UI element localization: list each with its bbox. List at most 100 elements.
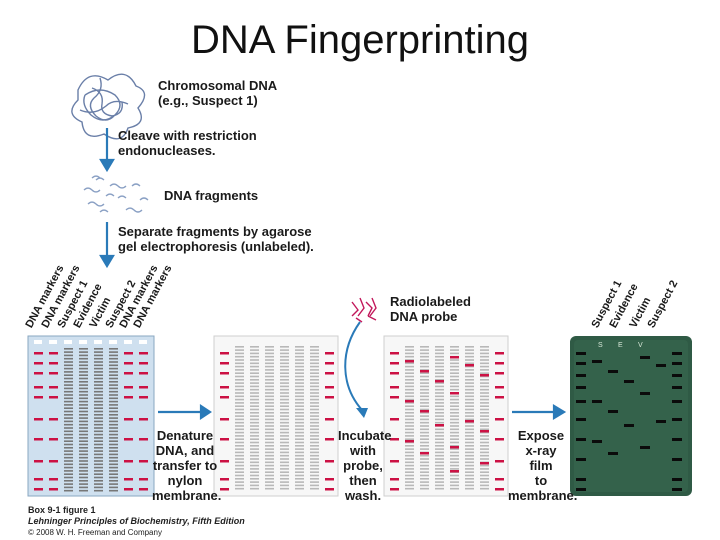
gel-sample-band [64, 456, 73, 459]
probed-sample-band [405, 379, 414, 381]
gel-sample-band [79, 390, 88, 393]
probed-hit-band [480, 374, 489, 377]
gel-marker-band [139, 418, 148, 421]
membrane-sample-band [280, 448, 289, 450]
probed-sample-band [435, 451, 444, 454]
membrane-sample-band [280, 362, 289, 365]
gel-marker-band [139, 352, 148, 355]
probed-sample-band [420, 412, 429, 414]
membrane-sample-band [295, 445, 304, 447]
probed-sample-band [405, 346, 414, 348]
probed-membrane [383, 335, 509, 497]
probed-marker-band [390, 478, 399, 481]
probed-sample-band [435, 445, 444, 447]
probed-sample-band [450, 379, 459, 381]
probed-sample-band [450, 352, 459, 355]
gel-sample-band [109, 440, 118, 442]
probed-sample-band [450, 382, 459, 384]
credit-book: Lehninger Principles of Biochemistry, Fi… [28, 516, 245, 526]
membrane-sample-band [295, 415, 304, 417]
membrane-sample-band [250, 425, 259, 427]
probed-sample-band [435, 487, 444, 490]
denature-label: Denature DNA, and transfer to nylon memb… [152, 428, 221, 503]
membrane-sample-band [295, 375, 304, 378]
probed-sample-band [465, 352, 474, 355]
chromosomal-dna-label: Chromosomal DNA (e.g., Suspect 1) [158, 78, 277, 108]
probed-sample-band [465, 395, 474, 398]
probed-sample-band [405, 468, 414, 470]
membrane-sample-band [265, 365, 274, 368]
probed-hit-band [435, 424, 444, 427]
membrane-sample-band [250, 388, 259, 391]
probed-sample-band [435, 359, 444, 361]
figure-credit: Box 9-1 figure 1 Lehninger Principles of… [28, 505, 245, 538]
membrane-marker-band [220, 386, 229, 389]
probed-sample-band [405, 484, 414, 487]
membrane-sample-band [265, 382, 274, 384]
membrane-sample-band [265, 369, 274, 371]
membrane-sample-band [310, 448, 319, 450]
membrane-sample-band [265, 431, 274, 434]
gel-sample-band [109, 460, 118, 462]
membrane-sample-band [265, 402, 274, 404]
membrane-marker-band [220, 438, 229, 441]
probed-sample-band [420, 398, 429, 401]
membrane-sample-band [280, 355, 289, 358]
membrane-sample-band [310, 346, 319, 348]
membrane-sample-band [265, 352, 274, 355]
expose-line-3: film [529, 458, 553, 473]
probed-sample-band [465, 408, 474, 411]
gel-sample-band [64, 390, 73, 393]
probed-sample-band [450, 448, 459, 450]
probed-sample-band [465, 428, 474, 431]
probed-sample-band [450, 346, 459, 348]
film-marker-band [576, 478, 586, 481]
membrane-sample-band [295, 395, 304, 398]
membrane-sample-band [295, 431, 304, 434]
probed-sample-band [435, 362, 444, 365]
gel-sample-band [94, 351, 103, 353]
gel-marker-band [49, 460, 58, 463]
gel-sample-band [64, 433, 73, 436]
probed-marker-band [390, 362, 399, 365]
probed-sample-band [435, 365, 444, 368]
membrane-sample-band [295, 408, 304, 411]
probed-sample-band [420, 487, 429, 490]
gel-marker-band [124, 386, 133, 389]
gel-sample-band [64, 361, 73, 363]
gel-sample-band [109, 410, 118, 413]
gel-sample-band [94, 420, 103, 423]
membrane-sample-band [235, 415, 244, 417]
probed-sample-band [435, 481, 444, 483]
probed-sample-band [420, 438, 429, 440]
probed-sample-band [420, 385, 429, 388]
gel-sample-band [94, 447, 103, 449]
probed-hit-band [480, 430, 489, 433]
nylon-membrane [213, 335, 339, 497]
membrane-sample-band [280, 428, 289, 431]
film-marker-band [576, 362, 586, 365]
membrane-sample-band [280, 438, 289, 440]
membrane-sample-band [280, 349, 289, 351]
gel-sample-band [94, 384, 103, 386]
membrane-sample-band [235, 421, 244, 424]
membrane-sample-band [295, 441, 304, 444]
gel-marker-band [124, 438, 133, 441]
probed-sample-band [465, 468, 474, 470]
probed-sample-band [405, 448, 414, 450]
membrane-sample-band [235, 471, 244, 473]
membrane-sample-band [265, 421, 274, 424]
membrane-sample-band [280, 415, 289, 417]
membrane-sample-band [310, 474, 319, 477]
membrane-sample-band [280, 451, 289, 454]
film-hit-band [624, 424, 634, 427]
probed-sample-band [405, 382, 414, 384]
probed-sample-band [465, 388, 474, 391]
membrane-sample-band [295, 471, 304, 473]
gel-sample-band [79, 374, 88, 376]
probed-sample-band [435, 352, 444, 355]
membrane-sample-band [280, 385, 289, 388]
probed-sample-band [465, 365, 474, 368]
membrane-sample-band [250, 461, 259, 464]
film-letter: E [618, 342, 623, 349]
